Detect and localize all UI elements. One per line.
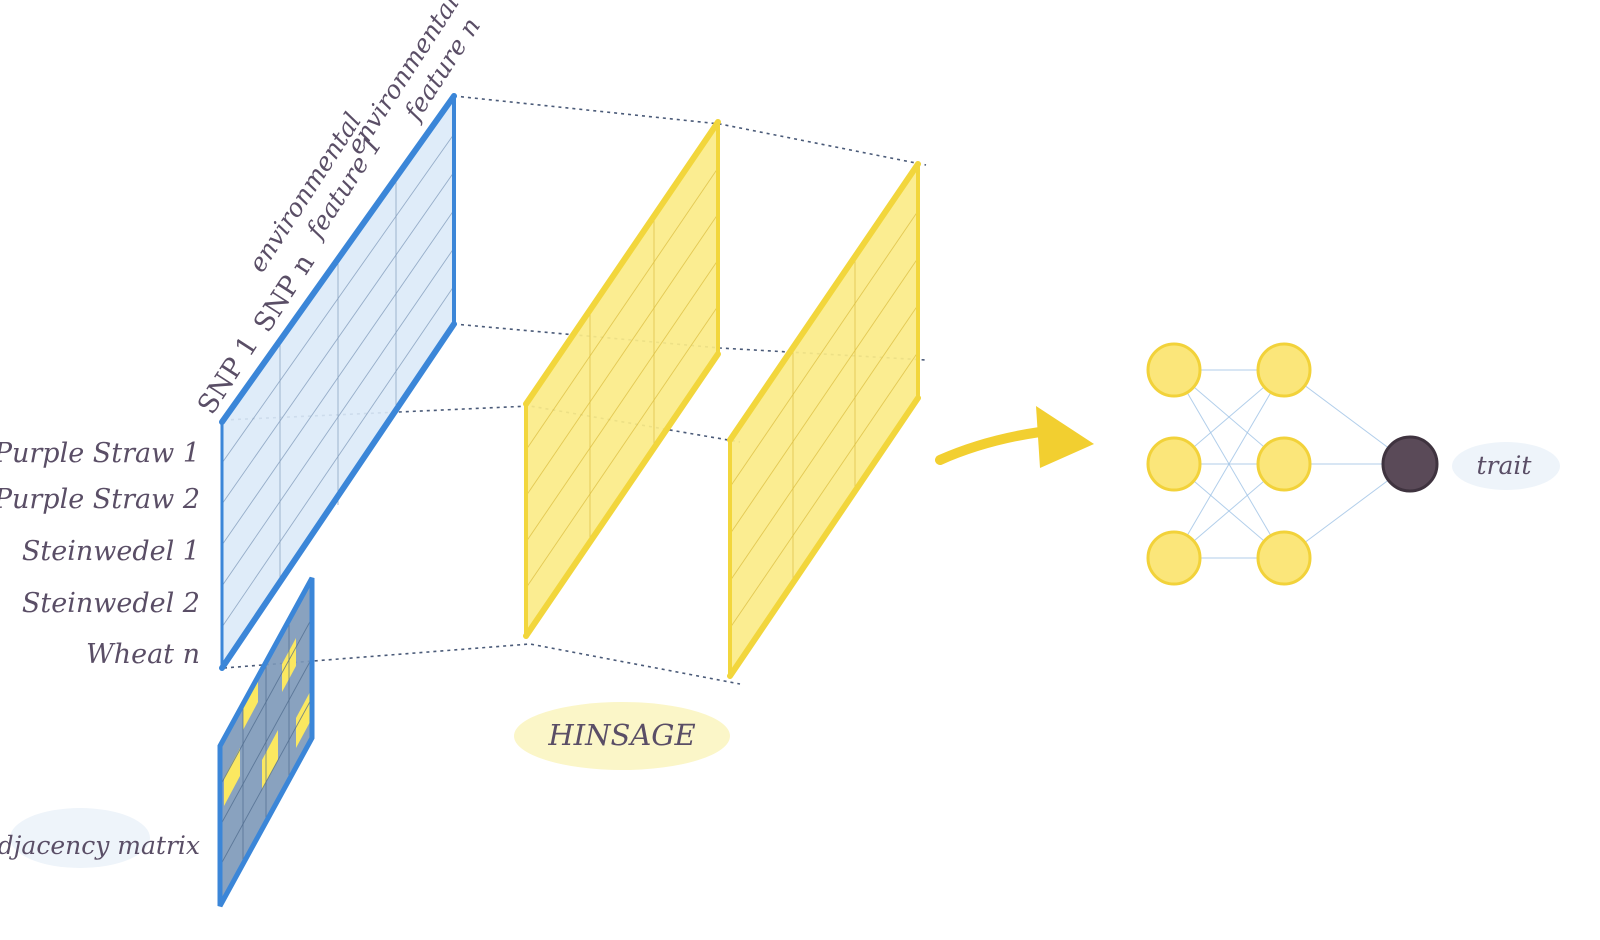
- row-label: Purple Straw 2: [0, 484, 200, 515]
- adjacency-grid: [219, 617, 313, 867]
- layer-2-grid: [729, 210, 919, 629]
- row-labels: Purple Straw 1 Purple Straw 2 Steinwedel…: [0, 438, 200, 670]
- trait-label: trait: [1477, 451, 1533, 480]
- hinsage-layer-1: [523, 119, 721, 639]
- adjacency-label: adjacency matrix: [0, 831, 200, 860]
- hinsage-layer-2: [727, 161, 921, 679]
- row-label: Purple Straw 1: [0, 438, 200, 469]
- trait-label-blob: [1452, 442, 1560, 490]
- output-node: [1381, 435, 1439, 493]
- hidden-node: [1256, 436, 1312, 492]
- input-node: [1146, 342, 1202, 398]
- adjacency-label-group: adjacency matrix: [0, 808, 200, 868]
- input-node: [1146, 530, 1202, 586]
- row-label: Steinwedel 1: [22, 536, 200, 567]
- hidden-node: [1256, 342, 1312, 398]
- hidden-node: [1256, 530, 1312, 586]
- row-label: Wheat n: [86, 639, 200, 670]
- hinsage-label-group: HINSAGE: [514, 702, 730, 770]
- hinsage-label: HINSAGE: [547, 718, 695, 752]
- hinsage-label-blob: [514, 702, 730, 770]
- adjacency-label-blob: [10, 808, 150, 868]
- input-node: [1146, 436, 1202, 492]
- layer-1-grid: [525, 167, 719, 589]
- row-label: Steinwedel 2: [22, 588, 200, 619]
- feature-matrix-grid: [221, 133, 455, 628]
- neural-network: trait: [1146, 342, 1560, 586]
- arrow-icon: [935, 406, 1094, 468]
- feature-matrix: [219, 93, 457, 671]
- adjacency-matrix: [217, 576, 315, 908]
